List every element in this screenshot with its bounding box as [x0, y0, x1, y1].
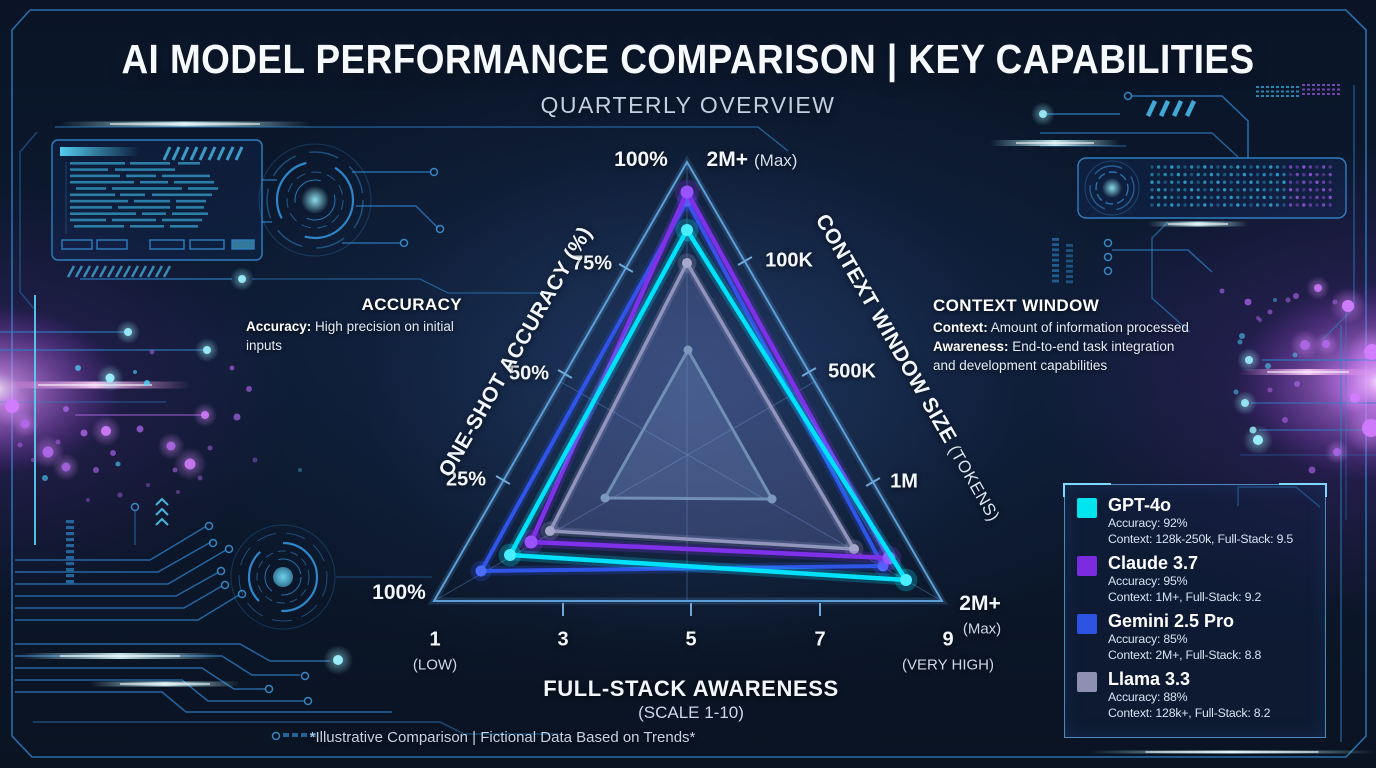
- accuracy-tick-25: 25%: [445, 468, 487, 491]
- context-tick-500k: 500K: [828, 360, 876, 383]
- legend-accuracy-line: Accuracy: 85%: [1108, 632, 1188, 646]
- dot-matrix-decoration: [1150, 165, 1332, 207]
- annotation-line: Context: Amount of information processed: [933, 320, 1189, 335]
- legend-context-line: Context: 128k-250k, Full-Stack: 9.5: [1108, 531, 1294, 546]
- annotation-line: and development capabilities: [933, 358, 1108, 373]
- annotation-accuracy-heading: ACCURACY: [361, 295, 462, 314]
- fullstack-tick-9: 9: [942, 628, 954, 651]
- footnote: *Illustrative Comparison | Fictional Dat…: [309, 729, 696, 746]
- accuracy-tick-75: 75%: [571, 252, 613, 275]
- fullstack-tick-1-sub: (LOW): [412, 656, 458, 674]
- annotation-line: Accuracy: High precision on initial: [246, 319, 454, 334]
- legend-model-name: Claude 3.7: [1108, 553, 1199, 573]
- annotation-accuracy-body: Accuracy: High precision on initial input…: [246, 317, 462, 355]
- legend-context-line: Context: 2M+, Full-Stack: 8.8: [1108, 647, 1262, 662]
- fullstack-tick-1: 1: [429, 628, 441, 651]
- page-subtitle: QUARTERLY OVERVIEW: [540, 92, 836, 118]
- axis-title-fullstack-scale: (SCALE 1-10): [638, 703, 744, 722]
- legend-swatch: [1077, 556, 1097, 576]
- context-tick-100k: 100K: [765, 249, 813, 272]
- context-bottom-suffix: (Max): [962, 620, 1002, 638]
- accuracy-bottom-label: 100%: [372, 581, 426, 604]
- context-max-top-value: 2M+: [706, 148, 748, 171]
- context-max-top-suffix: (Max): [753, 151, 798, 170]
- fullstack-tick-7: 7: [814, 628, 826, 651]
- legend-model-name: Gemini 2.5 Pro: [1108, 611, 1235, 631]
- legend-corner-accent-left: [1063, 483, 1111, 497]
- annotation-context-heading: CONTEXT WINDOW: [933, 296, 1100, 315]
- accuracy-tick-50: 50%: [508, 362, 550, 385]
- legend-accuracy-line: Accuracy: 92%: [1108, 516, 1188, 530]
- accuracy-max-label: 100%: [614, 148, 668, 171]
- chevron-arrows-icon: [155, 497, 169, 526]
- context-bottom-label: 2M+: [959, 592, 1001, 615]
- legend-accuracy-line: Accuracy: 95%: [1108, 574, 1188, 588]
- fullstack-tick-3: 3: [557, 628, 569, 651]
- hud-dial-bottom-left: [230, 524, 336, 630]
- legend-context-line: Context: 1M+, Full-Stack: 9.2: [1108, 589, 1262, 604]
- legend-context-line: Context: 128k+, Full-Stack: 8.2: [1108, 705, 1271, 720]
- legend-accuracy-line: Accuracy: 88%: [1108, 690, 1188, 704]
- annotation-context-body: Context: Amount of information processed…: [933, 318, 1223, 375]
- scanner-panel-decoration: [1077, 157, 1347, 219]
- legend-swatch: [1077, 672, 1097, 692]
- legend-model-name: GPT-4o: [1108, 495, 1172, 515]
- annotation-context-window: CONTEXT WINDOW Context: Amount of inform…: [933, 296, 1223, 375]
- legend-swatch: [1077, 498, 1097, 518]
- annotation-line: Awareness: End-to-end task integration: [933, 339, 1175, 354]
- hud-dial-top-left: [258, 143, 372, 257]
- legend-swatch: [1077, 614, 1097, 634]
- code-lines-decoration: [70, 162, 218, 228]
- annotation-line: inputs: [246, 338, 283, 353]
- annotation-accuracy: ACCURACY Accuracy: High precision on ini…: [246, 295, 462, 355]
- fullstack-tick-9-sub: (VERY HIGH): [902, 656, 994, 674]
- context-max-top-label: 2M+ (Max): [707, 148, 798, 172]
- axis-title-fullstack-awareness: FULL-STACK AWARENESS: [543, 676, 839, 701]
- fullstack-tick-5: 5: [685, 628, 697, 651]
- page-title: AI MODEL PERFORMANCE COMPARISON | KEY CA…: [121, 36, 1255, 82]
- terminal-panel-decoration: [51, 139, 263, 261]
- context-tick-1m: 1M: [890, 470, 918, 493]
- legend-corner-accent-right: [1279, 483, 1327, 497]
- legend-model-name: Llama 3.3: [1108, 669, 1191, 689]
